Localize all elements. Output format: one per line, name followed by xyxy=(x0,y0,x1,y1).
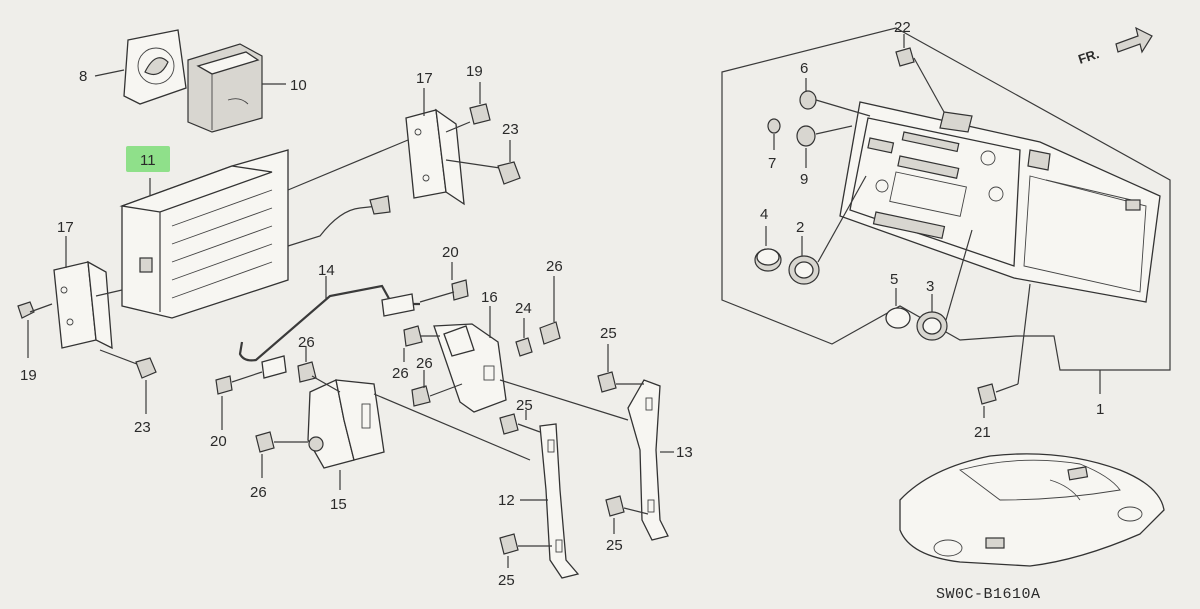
label-5[interactable]: 5 xyxy=(890,271,898,288)
label-24[interactable]: 24 xyxy=(515,300,532,317)
bolt-26-a-drawing xyxy=(297,346,341,393)
part-12-drawing xyxy=(520,423,580,579)
label-3[interactable]: 3 xyxy=(926,278,934,295)
part-8-drawing xyxy=(94,29,187,105)
knob-4-drawing xyxy=(754,226,782,272)
part-17-right-drawing xyxy=(405,88,501,206)
label-26-c[interactable]: 26 xyxy=(392,365,409,382)
leader-15-to-12 xyxy=(373,393,531,461)
label-13[interactable]: 13 xyxy=(676,444,693,461)
label-12[interactable]: 12 xyxy=(498,492,515,509)
bolt-25-a-drawing xyxy=(499,410,541,435)
part-17-left-drawing xyxy=(53,236,143,367)
diagram-code: SW0C-B1610A xyxy=(936,586,1041,603)
label-17-left[interactable]: 17 xyxy=(57,219,74,236)
label-9[interactable]: 9 xyxy=(800,171,808,188)
label-11[interactable]: 11 xyxy=(140,152,156,169)
fr-label: FR. xyxy=(1076,46,1101,67)
part-10-drawing xyxy=(187,43,286,133)
nut-23-right-drawing xyxy=(497,140,521,185)
knob-6-drawing xyxy=(799,78,871,117)
label-19-left[interactable]: 19 xyxy=(20,367,37,384)
bolt-20-upper-drawing xyxy=(419,262,469,303)
knob-9-drawing xyxy=(796,125,853,168)
label-25-b[interactable]: 25 xyxy=(498,572,515,589)
bolt-19-left-drawing xyxy=(17,301,53,358)
label-8[interactable]: 8 xyxy=(79,68,87,85)
label-21[interactable]: 21 xyxy=(974,424,991,441)
nut-23-left-drawing xyxy=(135,357,157,414)
car-location-icon xyxy=(899,453,1165,567)
label-26-a[interactable]: 26 xyxy=(298,334,315,351)
label-7[interactable]: 7 xyxy=(768,155,776,172)
front-direction-arrow: FR. xyxy=(1076,26,1153,67)
nut-24-drawing xyxy=(515,318,533,357)
screw-21-drawing xyxy=(977,283,1031,418)
part-13-drawing xyxy=(627,379,674,541)
label-19-right[interactable]: 19 xyxy=(466,63,483,80)
part-15-drawing xyxy=(307,379,385,490)
label-4[interactable]: 4 xyxy=(760,206,768,223)
part-14-drawing xyxy=(238,276,420,379)
label-25-c[interactable]: 25 xyxy=(600,325,617,342)
knob-7-drawing xyxy=(767,118,781,150)
bolt-25-b-drawing xyxy=(499,533,552,568)
bolt-26-d-drawing xyxy=(411,370,463,407)
knob-5-drawing xyxy=(885,288,911,329)
bolt-26-b-drawing xyxy=(255,431,308,478)
label-2[interactable]: 2 xyxy=(796,219,804,236)
label-15[interactable]: 15 xyxy=(330,496,347,513)
knob-3-drawing xyxy=(916,229,973,341)
bolt-26-e-drawing xyxy=(539,276,561,345)
label-14[interactable]: 14 xyxy=(318,262,335,279)
label-10[interactable]: 10 xyxy=(290,77,307,94)
label-25-a[interactable]: 25 xyxy=(516,397,533,414)
label-1[interactable]: 1 xyxy=(1096,401,1104,418)
label-25-d[interactable]: 25 xyxy=(606,537,623,554)
knob-2-drawing xyxy=(788,175,867,285)
label-22[interactable]: 22 xyxy=(894,19,911,36)
label-26-e[interactable]: 26 xyxy=(546,258,563,275)
bolt-20-lower-drawing xyxy=(215,371,263,430)
label-17-right[interactable]: 17 xyxy=(416,70,433,87)
bolt-19-right-drawing xyxy=(469,82,491,125)
label-20-upper[interactable]: 20 xyxy=(442,244,459,261)
label-26-d[interactable]: 26 xyxy=(416,355,433,372)
label-6[interactable]: 6 xyxy=(800,60,808,77)
label-16[interactable]: 16 xyxy=(481,289,498,306)
part-11-drawing xyxy=(119,139,409,319)
label-23-right[interactable]: 23 xyxy=(502,121,519,138)
label-23-left[interactable]: 23 xyxy=(134,419,151,436)
highlight-11 xyxy=(126,146,170,172)
label-26-b[interactable]: 26 xyxy=(250,484,267,501)
bolt-25-c-drawing xyxy=(597,344,644,393)
head-unit-drawing xyxy=(839,101,1161,303)
part-16-drawing xyxy=(433,306,629,421)
bolt-26-c-drawing xyxy=(403,325,440,362)
audio-unit-outline xyxy=(721,27,1171,394)
label-20-lower[interactable]: 20 xyxy=(210,433,227,450)
screw-22-drawing xyxy=(895,34,945,113)
bolt-25-d-drawing xyxy=(605,495,649,534)
